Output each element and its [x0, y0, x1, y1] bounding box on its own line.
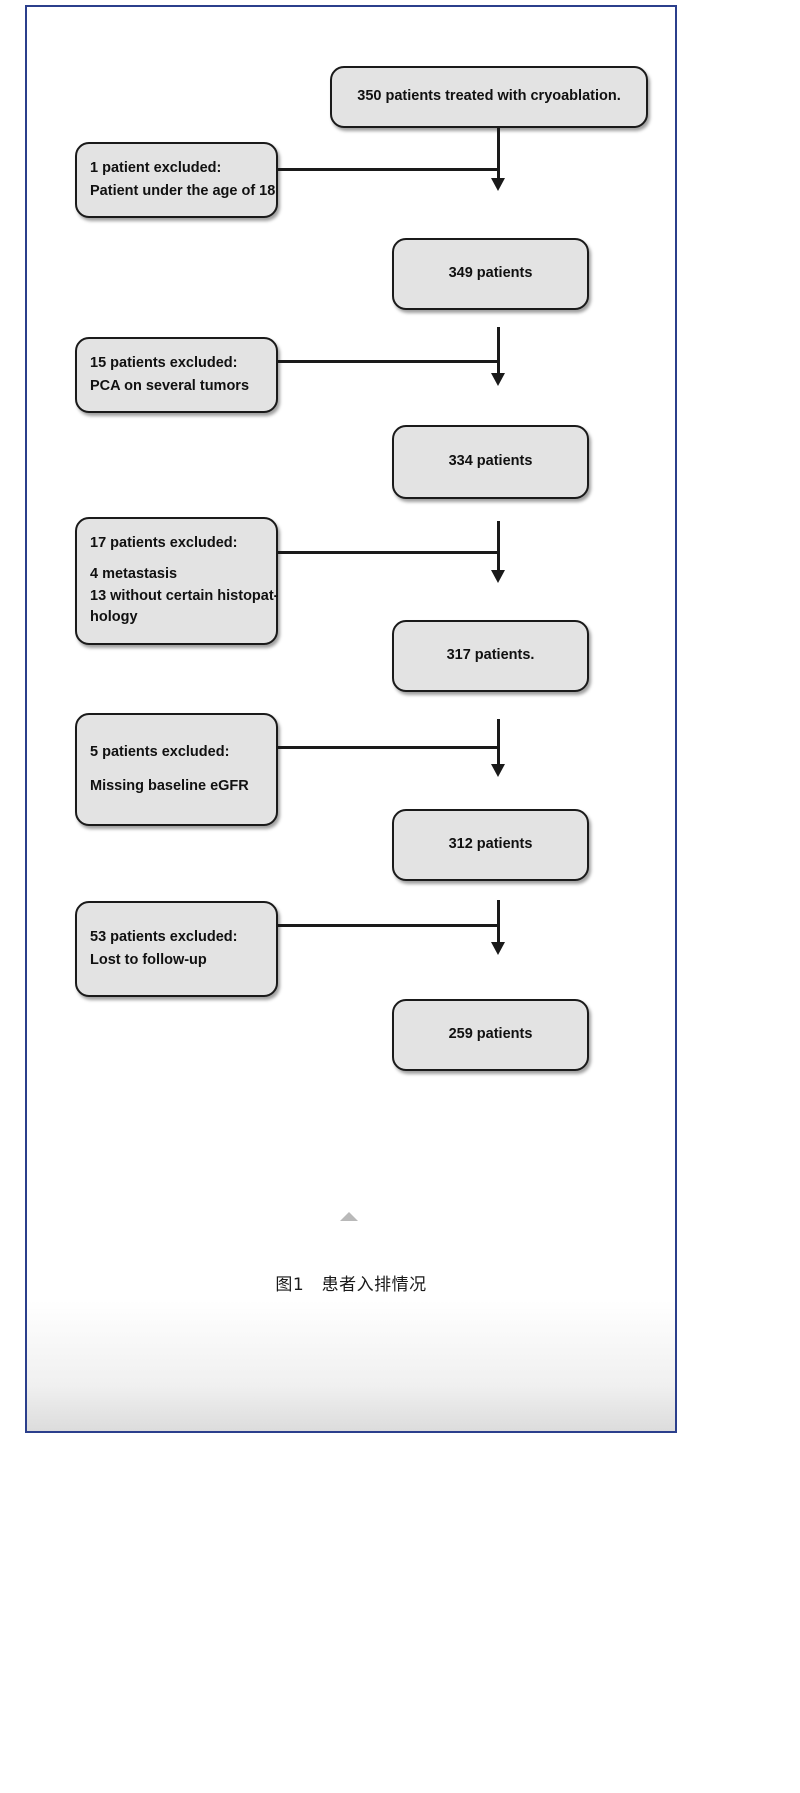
exclusion-box-4: 5 patients excluded: Missing baseline eG…	[75, 713, 278, 826]
exclusion-reason-3-2: 13 without certain histopat-	[90, 587, 279, 604]
connector-hline-3	[278, 551, 499, 554]
connector-vline-2	[497, 327, 500, 377]
exclusion-reason-4-1: Missing baseline eGFR	[90, 778, 249, 794]
exclusion-reason-2-1: PCA on several tumors	[90, 378, 250, 394]
exclusion-box-1: 1 patient excluded: Patient under the ag…	[75, 142, 278, 218]
figure-caption: 图1 患者入排情况	[275, 1275, 427, 1295]
enrollment-label: 350 patients treated with cryoablation.	[357, 88, 621, 105]
remaining-box-3: 317 patients.	[392, 620, 589, 692]
enrollment-box: 350 patients treated with cryoablation.	[330, 66, 648, 128]
connector-vline-5	[497, 900, 500, 946]
remaining-label-1: 349 patients	[448, 265, 533, 282]
remaining-label-3: 317 patients.	[446, 647, 535, 664]
connector-vline-3	[497, 521, 500, 574]
connector-vline-4	[497, 719, 500, 768]
connector-arrow-4	[491, 764, 505, 777]
connector-arrow-3	[491, 570, 505, 583]
connector-hline-1	[278, 168, 499, 171]
remaining-box-5: 259 patients	[392, 999, 589, 1071]
collapse-triangle-icon[interactable]	[340, 1212, 358, 1221]
exclusion-reason-1-1: Patient under the age of 18	[90, 183, 276, 199]
exclusion-reason-3-1: 4 metastasis	[90, 565, 178, 582]
connector-hline-4	[278, 746, 499, 749]
exclusion-box-5: 53 patients excluded: Lost to follow-up	[75, 901, 278, 997]
connector-vline-1	[497, 128, 500, 182]
remaining-label-5: 259 patients	[448, 1026, 533, 1043]
remaining-box-2: 334 patients	[392, 425, 589, 499]
connector-arrow-2	[491, 373, 505, 386]
exclusion-heading-1: 1 patient excluded:	[90, 159, 222, 176]
exclusion-heading-5: 53 patients excluded:	[90, 928, 238, 945]
connector-arrow-5	[491, 942, 505, 955]
connector-hline-5	[278, 924, 499, 927]
exclusion-heading-3: 17 patients excluded:	[90, 535, 238, 551]
remaining-box-1: 349 patients	[392, 238, 589, 310]
remaining-box-4: 312 patients	[392, 809, 589, 881]
exclusion-heading-4: 5 patients excluded:	[90, 743, 230, 760]
exclusion-box-2: 15 patients excluded: PCA on several tum…	[75, 337, 278, 413]
exclusion-reason-5-1: Lost to follow-up	[90, 952, 207, 968]
exclusion-box-3: 17 patients excluded: 4 metastasis 13 wi…	[75, 517, 279, 645]
remaining-label-2: 334 patients	[448, 453, 533, 470]
remaining-label-4: 312 patients	[448, 836, 533, 853]
connector-hline-2	[278, 360, 499, 363]
exclusion-heading-2: 15 patients excluded:	[90, 354, 238, 371]
connector-arrow-1	[491, 178, 505, 191]
exclusion-reason-3-3: hology	[90, 609, 138, 626]
